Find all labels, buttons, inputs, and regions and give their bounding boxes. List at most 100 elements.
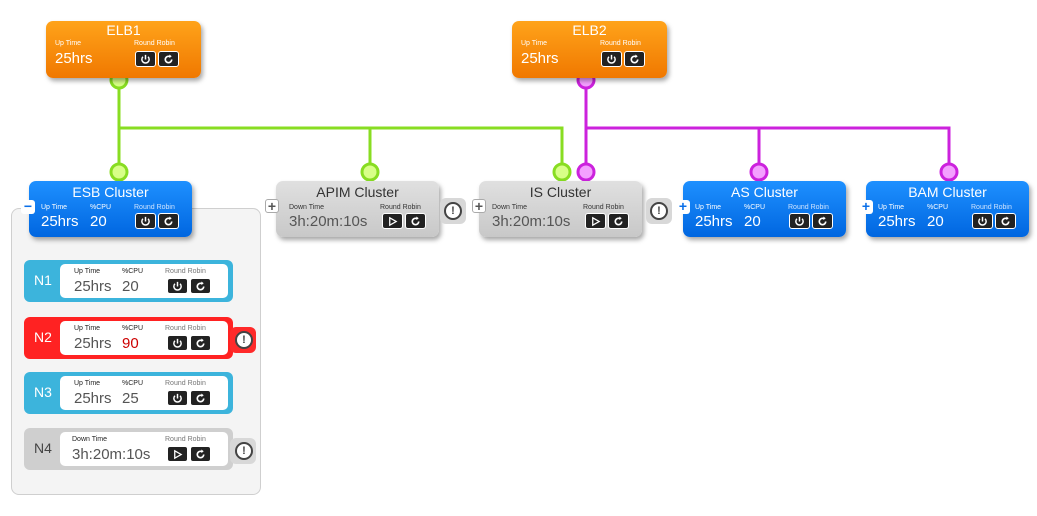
bam-refresh-button[interactable] [995, 213, 1016, 229]
apim-expand-button[interactable]: + [265, 199, 279, 213]
apim-refresh-button[interactable] [405, 213, 426, 229]
is-downtime-label: Down Time [492, 204, 528, 211]
refresh-icon [630, 53, 639, 63]
refresh-icon [614, 215, 623, 225]
refresh-icon [818, 215, 827, 225]
as-uptime: 25hrs [695, 213, 733, 230]
is-title: IS Cluster [529, 184, 592, 200]
apim-downtime: 3h:20m:10s [289, 213, 368, 230]
is-cluster-card[interactable]: IS Cluster Down Time Round Robin 3h:20m:… [479, 181, 642, 237]
refresh-icon [196, 280, 205, 290]
is-expand-button[interactable]: + [472, 199, 486, 213]
esb-cpu: 20 [90, 213, 107, 230]
node-n1-rr-label: Round Robin [165, 268, 206, 275]
node-n1-cpu-label: %CPU [122, 268, 144, 275]
bam-rr-label: Round Robin [971, 204, 1012, 211]
node-n1-stats: Up Time %CPU Round Robin 25hrs 20 [60, 264, 228, 298]
node-n4[interactable]: N4 Down Time Round Robin 3h:20m:10s [24, 428, 233, 470]
node-n3-power-button[interactable] [167, 390, 188, 406]
apim-cluster-card[interactable]: APIM Cluster Down Time Round Robin 3h:20… [276, 181, 439, 237]
is-rr-label: Round Robin [583, 204, 624, 211]
esb-cluster-card[interactable]: ESB Cluster Up Time %CPU Round Robin 25h… [29, 181, 192, 237]
bam-uptime: 25hrs [878, 213, 916, 230]
node-n2[interactable]: N2 Up Time %CPU Round Robin 25hrs 90 [24, 317, 233, 359]
elb2-refresh-button[interactable] [624, 51, 645, 67]
bam-connector[interactable] [939, 162, 959, 182]
is-connector-magenta[interactable] [576, 162, 596, 182]
power-icon [173, 393, 182, 403]
as-power-button[interactable] [789, 213, 810, 229]
as-rr-label: Round Robin [788, 204, 829, 211]
as-cluster-card[interactable]: AS Cluster Up Time %CPU Round Robin 25hr… [683, 181, 846, 237]
node-n4-start-button[interactable] [167, 446, 188, 462]
node-n2-stats: Up Time %CPU Round Robin 25hrs 90 [60, 321, 228, 355]
is-alert-icon[interactable]: ! [650, 202, 668, 220]
node-n4-refresh-button[interactable] [190, 446, 211, 462]
node-n3-name: N3 [34, 384, 52, 400]
play-icon [592, 216, 601, 226]
node-n1[interactable]: N1 Up Time %CPU Round Robin 25hrs 20 [24, 260, 233, 302]
as-cpu: 20 [744, 213, 761, 230]
node-n4-downtime-label: Down Time [72, 436, 108, 443]
elb2-card[interactable]: ELB2 Up Time Round Robin 25hrs [512, 21, 667, 78]
node-n1-uptime-label: Up Time [74, 268, 101, 275]
as-expand-button[interactable]: + [676, 199, 690, 214]
apim-rr-label: Round Robin [380, 204, 421, 211]
bam-expand-button[interactable]: + [859, 199, 873, 214]
node-n3-refresh-button[interactable] [190, 390, 211, 406]
esb-connector[interactable] [109, 162, 129, 182]
apim-connector[interactable] [360, 162, 380, 182]
node-n1-refresh-button[interactable] [190, 278, 211, 294]
as-refresh-button[interactable] [812, 213, 833, 229]
elb2-uptime: 25hrs [521, 50, 559, 67]
elb1-power-button[interactable] [135, 51, 156, 67]
elb1-card[interactable]: ELB1 Up Time Round Robin 25hrs [46, 21, 201, 78]
is-start-button[interactable] [585, 213, 606, 229]
node-n2-cpu: 90 [122, 335, 139, 352]
node-n3-cpu: 25 [122, 390, 139, 407]
esb-uptime: 25hrs [41, 213, 79, 230]
node-n4-stats: Down Time Round Robin 3h:20m:10s [60, 432, 228, 466]
node-n4-downtime: 3h:20m:10s [72, 446, 151, 463]
power-icon [141, 54, 150, 64]
elb1-uptime: 25hrs [55, 50, 93, 67]
play-icon [389, 216, 398, 226]
node-n3-uptime-label: Up Time [74, 380, 101, 387]
elb2-power-button[interactable] [601, 51, 622, 67]
node-n1-cpu: 20 [122, 278, 139, 295]
refresh-icon [164, 53, 173, 63]
node-n2-refresh-button[interactable] [190, 335, 211, 351]
node-n1-power-button[interactable] [167, 278, 188, 294]
bam-power-button[interactable] [972, 213, 993, 229]
esb-collapse-button[interactable]: − [21, 199, 35, 214]
apim-start-button[interactable] [382, 213, 403, 229]
node-n1-uptime: 25hrs [74, 278, 112, 295]
bam-cluster-card[interactable]: BAM Cluster Up Time %CPU Round Robin 25h… [866, 181, 1029, 237]
node-n4-alert-icon[interactable]: ! [235, 442, 253, 460]
bam-title: BAM Cluster [908, 184, 987, 200]
power-icon [173, 281, 182, 291]
node-n3-stats: Up Time %CPU Round Robin 25hrs 25 [60, 376, 228, 410]
is-refresh-button[interactable] [608, 213, 629, 229]
elb1-refresh-button[interactable] [158, 51, 179, 67]
as-title: AS Cluster [731, 184, 798, 200]
node-n2-alert-icon[interactable]: ! [235, 331, 253, 349]
esb-refresh-button[interactable] [158, 213, 179, 229]
node-n2-rr-label: Round Robin [165, 325, 206, 332]
as-connector[interactable] [749, 162, 769, 182]
bam-cpu-label: %CPU [927, 204, 949, 211]
esb-power-button[interactable] [135, 213, 156, 229]
refresh-icon [411, 215, 420, 225]
elb1-title: ELB1 [106, 22, 141, 38]
bam-uptime-label: Up Time [878, 204, 905, 211]
node-n3-rr-label: Round Robin [165, 380, 206, 387]
play-icon [174, 449, 183, 459]
elb1-rr-label: Round Robin [134, 40, 175, 47]
is-connector-green[interactable] [552, 162, 572, 182]
power-icon [795, 216, 804, 226]
node-n3[interactable]: N3 Up Time %CPU Round Robin 25hrs 25 [24, 372, 233, 414]
node-n2-name: N2 [34, 329, 52, 345]
apim-alert-icon[interactable]: ! [444, 202, 462, 220]
node-n2-power-button[interactable] [167, 335, 188, 351]
